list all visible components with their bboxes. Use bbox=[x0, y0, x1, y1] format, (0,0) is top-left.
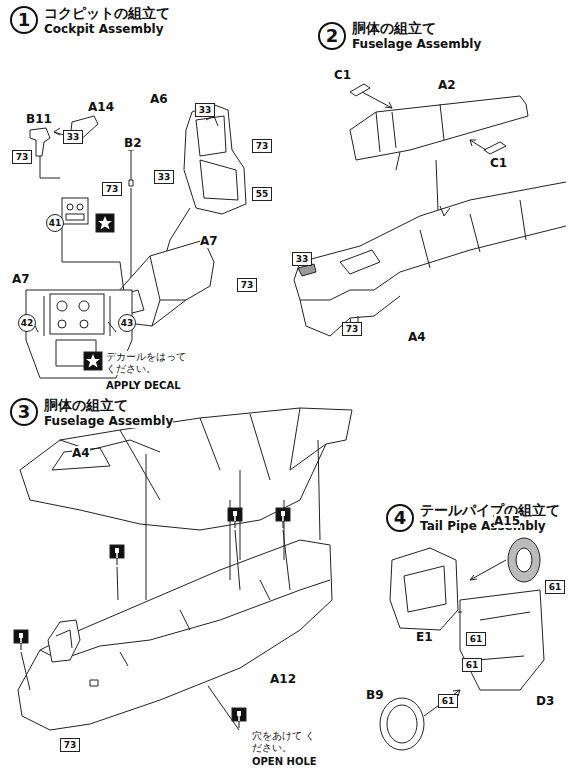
step-number: 2 bbox=[318, 22, 346, 50]
step-number: 3 bbox=[10, 398, 38, 426]
part-label: D3 bbox=[536, 694, 554, 708]
paint-callout: 33 bbox=[63, 130, 83, 144]
part-label: A7 bbox=[200, 234, 218, 248]
part-label: B11 bbox=[26, 112, 52, 126]
paint-callout: 73 bbox=[60, 738, 80, 752]
callout-number: 61 bbox=[442, 697, 455, 706]
callout-number: 73 bbox=[241, 281, 254, 290]
part-label: A6 bbox=[150, 92, 168, 106]
callout-number: 41 bbox=[49, 219, 62, 228]
callout-number: 43 bbox=[121, 319, 134, 328]
step-title: Fuselage Assembly bbox=[44, 414, 173, 428]
paint-callout: 33 bbox=[154, 170, 174, 184]
paint-callout: 61 bbox=[466, 632, 486, 646]
paint-callout: 73 bbox=[12, 150, 32, 164]
callout-number: 4 bbox=[394, 509, 407, 527]
callout-number: 73 bbox=[16, 153, 29, 162]
paint-callout: 43 bbox=[118, 314, 136, 332]
step-title: テールパイプの組立て bbox=[420, 502, 560, 519]
step-number: 1 bbox=[10, 6, 38, 34]
callout-number: 73 bbox=[346, 325, 359, 334]
paint-callout: 73 bbox=[237, 278, 257, 292]
part-label: C1 bbox=[334, 68, 351, 82]
part-label: A2 bbox=[438, 78, 456, 92]
step-title: コクピットの組立て bbox=[44, 5, 170, 22]
callout-number: 73 bbox=[256, 142, 269, 151]
callout-number: 3 bbox=[18, 403, 31, 421]
step-title: Cockpit Assembly bbox=[44, 22, 164, 36]
callout-number: 61 bbox=[470, 635, 483, 644]
paint-callout: 61 bbox=[438, 694, 458, 708]
paint-callout: 61 bbox=[545, 580, 565, 594]
part-label: A15 bbox=[494, 514, 520, 528]
paint-callout: 33 bbox=[195, 103, 215, 117]
step-title: 胴体の組立て bbox=[44, 397, 128, 414]
step-title: Tail Pipe Assembly bbox=[420, 519, 546, 533]
callout-number: 55 bbox=[256, 190, 269, 199]
part-label: B2 bbox=[124, 136, 142, 150]
paint-callout: 61 bbox=[462, 658, 482, 672]
callout-number: 2 bbox=[326, 27, 339, 45]
paint-callout: 42 bbox=[18, 314, 36, 332]
callout-number: 33 bbox=[296, 255, 309, 264]
paint-callout: 41 bbox=[46, 214, 64, 232]
part-label: OPEN HOLE bbox=[252, 756, 317, 768]
part-label: APPLY DECAL bbox=[106, 380, 181, 392]
callout-number: 61 bbox=[549, 583, 562, 592]
paint-callout: 55 bbox=[252, 187, 272, 201]
paint-callout: 33 bbox=[292, 252, 312, 266]
callout-number: 33 bbox=[67, 133, 80, 142]
part-label: A4 bbox=[72, 446, 90, 460]
step-title: 胴体の組立て bbox=[352, 20, 436, 37]
part-label: B9 bbox=[366, 688, 384, 702]
part-label: A12 bbox=[270, 672, 296, 686]
part-label: E1 bbox=[416, 630, 433, 644]
paint-callout: 73 bbox=[252, 139, 272, 153]
part-label: 穴をあけて ください。 bbox=[252, 730, 316, 754]
callout-number: 42 bbox=[21, 319, 34, 328]
step-title: Fuselage Assembly bbox=[352, 37, 481, 51]
paint-callout: 73 bbox=[102, 182, 122, 196]
part-label: C1 bbox=[490, 156, 507, 170]
part-label: A7 bbox=[12, 272, 30, 286]
paint-callout: 73 bbox=[342, 322, 362, 336]
callout-number: 33 bbox=[158, 173, 171, 182]
callout-number: 1 bbox=[18, 11, 31, 29]
callout-number: 73 bbox=[106, 185, 119, 194]
callout-number: 73 bbox=[64, 741, 77, 750]
callout-number: 33 bbox=[199, 106, 212, 115]
part-label: デカールをはって ください。 bbox=[106, 351, 190, 375]
part-label: A14 bbox=[88, 100, 114, 114]
part-label: A4 bbox=[408, 330, 426, 344]
callout-number: 61 bbox=[466, 661, 479, 670]
step-number: 4 bbox=[386, 504, 414, 532]
